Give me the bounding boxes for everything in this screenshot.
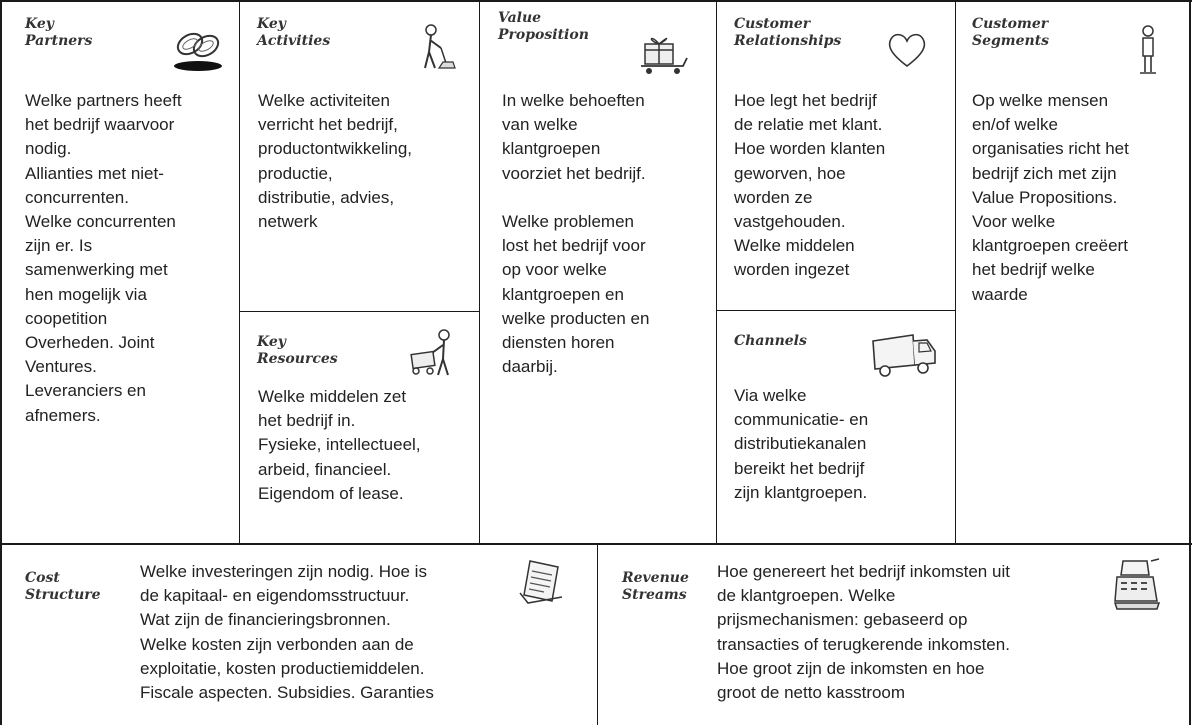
revenue-streams-text: Hoe genereert het bedrijf inkomsten uit … [717,562,1010,703]
key-partners-text: Welke partners heeft het bedrijf waarvoo… [25,91,182,425]
chain-links-icon [174,32,222,71]
customer-segments-block: Customer Segments Op welke mensen en/of … [956,0,1189,543]
cost-structure-title: Cost Structure [25,570,101,603]
value-proposition-block: Value Proposition In welke behoeften van… [480,0,716,543]
outer-border-left [0,0,2,725]
customer-segments-text: Op welke mensen en/of welke organisaties… [972,91,1129,304]
cost-structure-text: Welke investeringen zijn nodig. Hoe is d… [140,562,434,703]
divider-col-3 [716,0,717,544]
row-divider [0,543,1192,545]
key-resources-block: Key Resources Welke middelen zet het bed… [240,312,479,543]
divider-col-2 [479,0,480,544]
key-partners-title: Key Partners [25,16,93,49]
channels-text: Via welke communicatie- en distributieka… [734,386,869,502]
customer-relationships-block: Customer Relationships Hoe legt het bedr… [717,0,955,310]
value-proposition-text: In welke behoeften van welke klantgroepe… [502,91,650,377]
key-activities-text: Welke activiteiten verricht het bedrijf,… [258,91,413,232]
cash-register-icon [1113,558,1161,610]
gift-on-cart-icon [641,37,688,74]
revenue-streams-block: Revenue Streams Hoe genereert het bedrij… [598,545,1189,725]
customer-relationships-text: Hoe legt het bedrijf de relatie met klan… [734,91,886,280]
cost-structure-block: Cost Structure Welke investeringen zijn … [0,545,597,725]
divider-cost-revenue [597,544,598,725]
person-icon [1140,25,1156,74]
outer-border-top [0,0,1192,2]
outer-border-right [1189,0,1191,725]
customer-segments-title: Customer Segments [972,16,1050,49]
delivery-truck-icon [872,334,936,377]
revenue-streams-title: Revenue Streams [622,570,689,603]
value-proposition-title: Value Proposition [498,10,589,43]
key-partners-block: Key Partners Welke partners heeft het be… [0,0,239,543]
key-resources-title: Key Resources [257,334,338,367]
worker-sweeping-icon [424,24,456,69]
key-resources-text: Welke middelen zet het bedrijf in. Fysie… [258,387,421,503]
price-tag-icon [519,560,563,604]
divider-col-4 [955,0,956,544]
divider-activities-resources [239,311,480,312]
key-activities-title: Key Activities [257,16,331,49]
heart-icon [888,33,926,68]
key-activities-block: Key Activities Welke activiteiten verric… [240,0,479,311]
divider-col-1 [239,0,240,544]
channels-title: Channels [734,333,807,349]
channels-block: Channels Via welke communicatie- en dist… [717,311,955,543]
divider-relationships-channels [716,310,956,311]
customer-relationships-title: Customer Relationships [734,16,842,49]
worker-with-cart-icon [410,329,450,376]
